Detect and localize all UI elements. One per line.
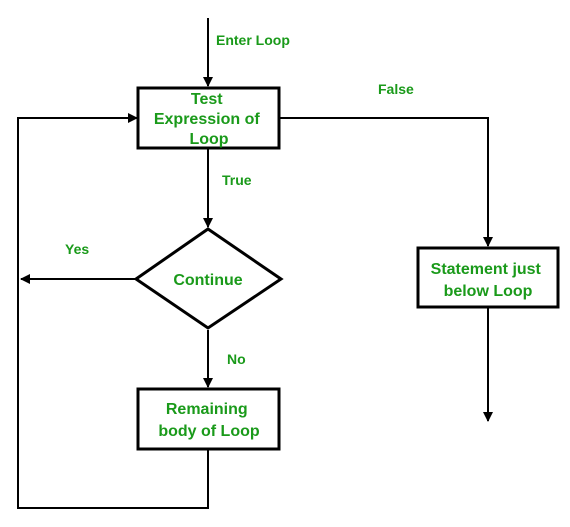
continue-decision — [133, 227, 284, 330]
enter-loop-label: Enter Loop — [216, 32, 290, 48]
test-expression-box — [136, 86, 281, 150]
remaining-body-box — [136, 387, 281, 451]
false-branch-arrow — [279, 117, 493, 247]
statement-below-line-1: Statement just — [431, 261, 542, 278]
true-label: True — [222, 172, 252, 188]
remaining-body-line-1: Remaining — [166, 401, 248, 418]
test-expression-label: Test Expression of Loop — [154, 91, 264, 148]
loop-back-arrow — [17, 113, 209, 509]
yes-label: Yes — [65, 241, 89, 257]
statement-below-box — [416, 246, 560, 309]
test-expression-line-2: Expression of — [154, 111, 260, 128]
no-label: No — [227, 351, 246, 367]
test-expression-line-1: Test — [191, 91, 223, 108]
test-expression-line-3: Loop — [189, 131, 228, 148]
false-label: False — [378, 81, 414, 97]
remaining-body-line-2: body of Loop — [158, 423, 260, 440]
remaining-body-label: Remaining body of Loop — [158, 401, 260, 440]
statement-below-line-2: below Loop — [444, 283, 533, 300]
statement-below-label: Statement just below Loop — [431, 261, 546, 300]
continue-label: Continue — [173, 272, 242, 289]
